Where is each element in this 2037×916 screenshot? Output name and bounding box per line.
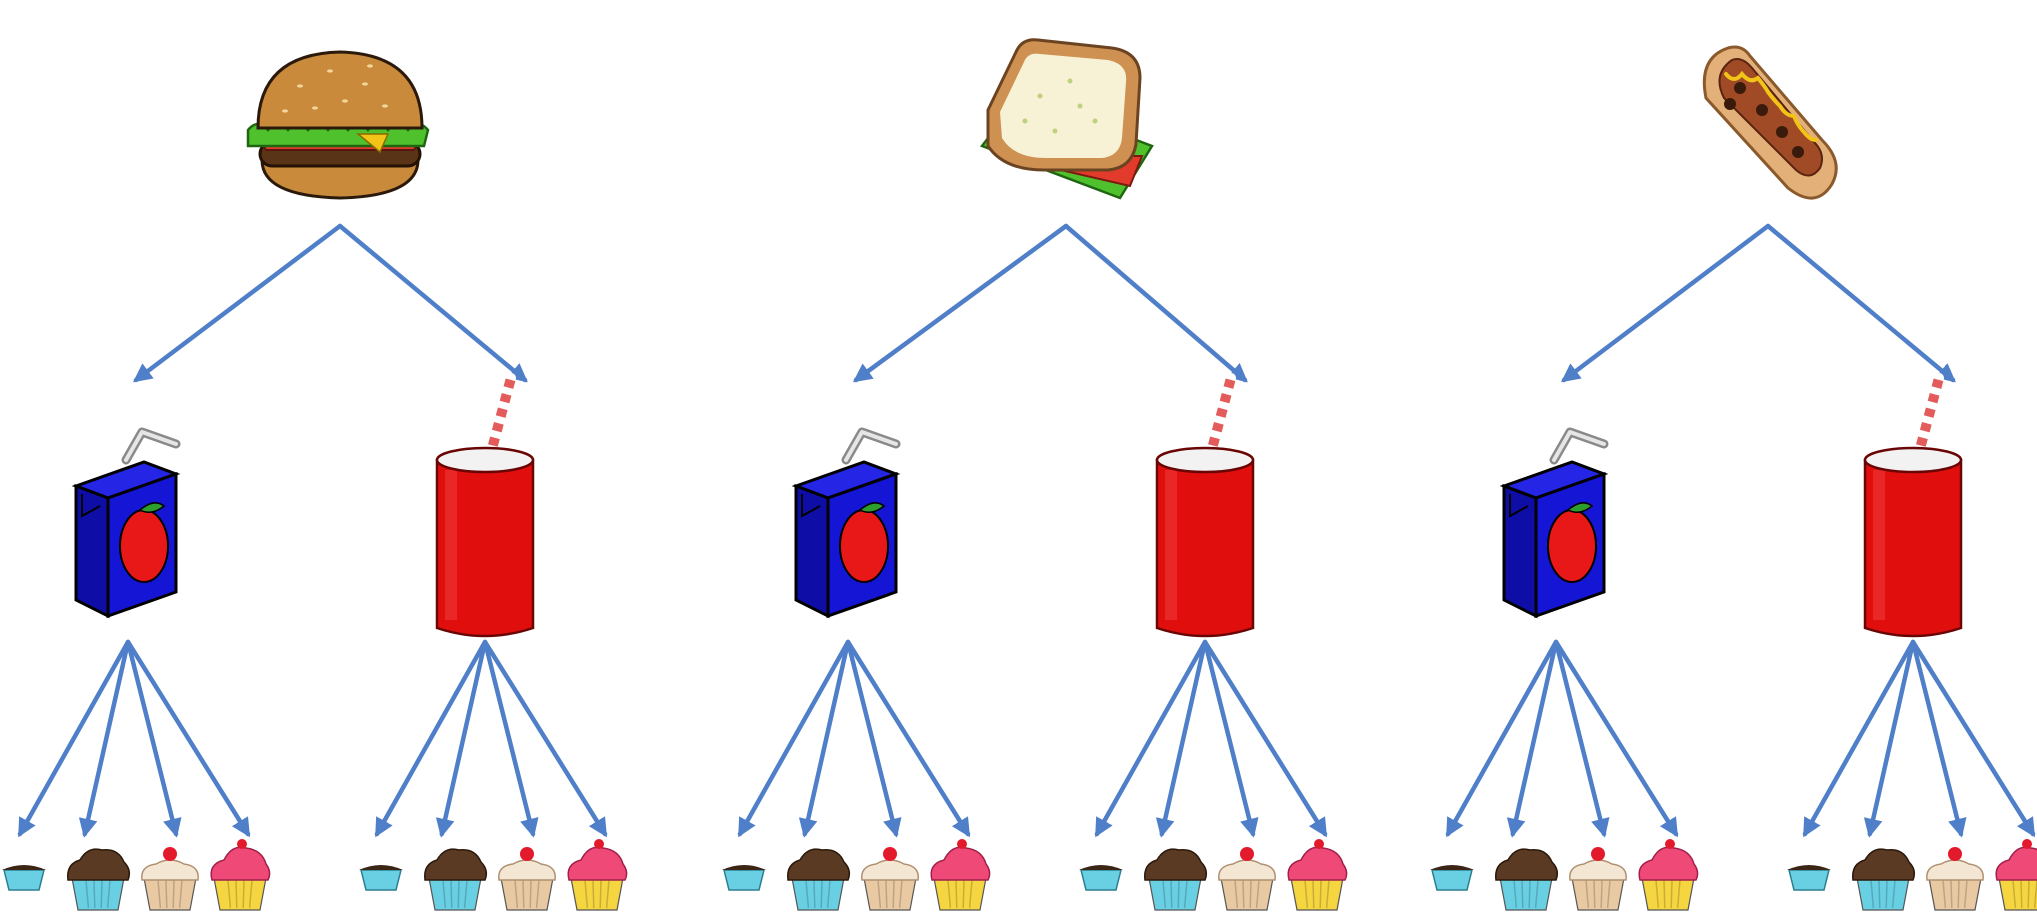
- arrow-juice-box-to-blue-cupcake: [737, 639, 851, 838]
- cherry-cupcake-icon: [141, 847, 199, 911]
- pink-cupcake-icon: [930, 839, 991, 911]
- chocolate-cupcake-icon: [1495, 848, 1559, 911]
- arrow-soda-can-to-cherry-cupcake: [482, 639, 539, 838]
- arrow-soda-can-to-cherry-cupcake: [1910, 639, 1967, 838]
- arrow-sandwich-to-soda-can: [1063, 223, 1248, 383]
- cherry-cupcake-icon: [1926, 847, 1984, 911]
- arrow-sandwich-to-juice-box: [852, 223, 1069, 383]
- arrow-soda-can-to-pink-cupcake: [1910, 639, 2036, 838]
- arrow-juice-box-to-blue-cupcake: [1445, 639, 1559, 838]
- arrow-soda-can-to-chocolate-cupcake: [435, 639, 488, 838]
- pink-cupcake-icon: [1995, 839, 2037, 911]
- sandwich-icon: [979, 38, 1154, 200]
- arrow-hamburger-to-soda-can: [337, 223, 528, 383]
- pink-cupcake-icon: [567, 839, 628, 911]
- arrow-soda-can-to-pink-cupcake: [1202, 639, 1328, 838]
- arrow-hamburger-to-juice-box: [132, 223, 343, 383]
- cherry-cupcake-icon: [861, 847, 919, 911]
- arrow-juice-box-to-pink-cupcake: [125, 639, 251, 838]
- juice-box-icon: [71, 427, 181, 619]
- arrow-soda-can-to-pink-cupcake: [482, 639, 608, 838]
- blue-cupcake-icon: [359, 865, 403, 891]
- arrow-soda-can-to-blue-cupcake: [1094, 639, 1208, 838]
- arrow-juice-box-to-blue-cupcake: [17, 639, 131, 838]
- hamburger-icon: [246, 50, 430, 200]
- chocolate-cupcake-icon: [787, 848, 851, 911]
- blue-cupcake-icon: [1079, 865, 1123, 891]
- chocolate-cupcake-icon: [1144, 848, 1208, 911]
- arrow-soda-can-to-blue-cupcake: [374, 639, 488, 838]
- blue-cupcake-icon: [1787, 865, 1831, 891]
- soda-can-icon: [1155, 373, 1255, 638]
- juice-box-icon: [1499, 427, 1609, 619]
- arrow-hot-dog-to-juice-box: [1560, 223, 1771, 383]
- chocolate-cupcake-icon: [67, 848, 131, 911]
- arrow-juice-box-to-cherry-cupcake: [125, 639, 182, 838]
- arrow-hot-dog-to-soda-can: [1765, 223, 1956, 383]
- arrow-juice-box-to-chocolate-cupcake: [1506, 639, 1559, 838]
- hot-dog-icon: [1702, 45, 1838, 200]
- arrow-juice-box-to-cherry-cupcake: [1553, 639, 1610, 838]
- chocolate-cupcake-icon: [424, 848, 488, 911]
- arrow-juice-box-to-pink-cupcake: [845, 639, 971, 838]
- arrow-juice-box-to-chocolate-cupcake: [798, 639, 851, 838]
- cherry-cupcake-icon: [1569, 847, 1627, 911]
- soda-can-icon: [435, 373, 535, 638]
- pink-cupcake-icon: [1638, 839, 1699, 911]
- chocolate-cupcake-icon: [1852, 848, 1916, 911]
- arrow-soda-can-to-cherry-cupcake: [1202, 639, 1259, 838]
- cherry-cupcake-icon: [498, 847, 556, 911]
- arrow-juice-box-to-pink-cupcake: [1553, 639, 1679, 838]
- juice-box-icon: [791, 427, 901, 619]
- blue-cupcake-icon: [1430, 865, 1474, 891]
- blue-cupcake-icon: [2, 865, 46, 891]
- arrow-soda-can-to-chocolate-cupcake: [1863, 639, 1916, 838]
- arrow-juice-box-to-cherry-cupcake: [845, 639, 902, 838]
- pink-cupcake-icon: [1287, 839, 1348, 911]
- arrow-soda-can-to-blue-cupcake: [1802, 639, 1916, 838]
- arrow-juice-box-to-chocolate-cupcake: [78, 639, 131, 838]
- pink-cupcake-icon: [210, 839, 271, 911]
- soda-can-icon: [1863, 373, 1963, 638]
- cherry-cupcake-icon: [1218, 847, 1276, 911]
- blue-cupcake-icon: [722, 865, 766, 891]
- arrow-soda-can-to-chocolate-cupcake: [1155, 639, 1208, 838]
